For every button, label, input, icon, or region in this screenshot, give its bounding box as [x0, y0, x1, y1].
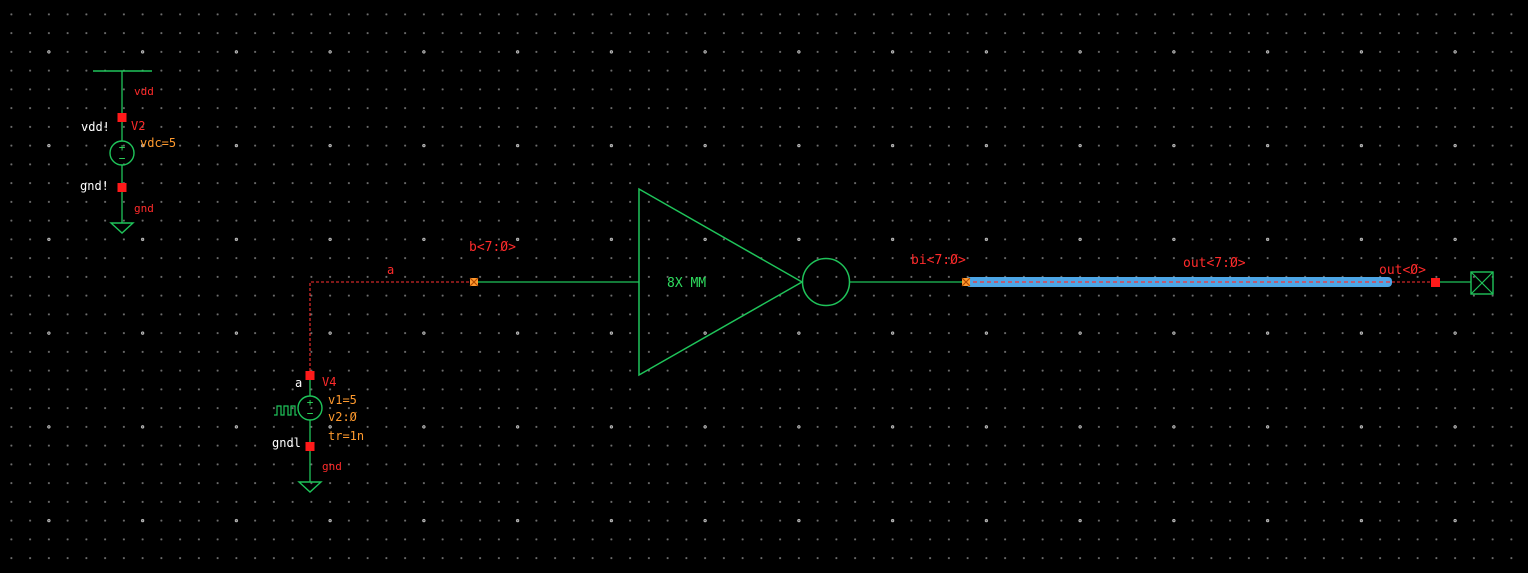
output-terminal-x2 [1470, 271, 1494, 295]
v2-instance-name: V2 [131, 119, 145, 133]
v2-top-terminal-label: vdd! [81, 120, 110, 134]
v2-dc-source[interactable]: + − vdd vdd! V2 vdc=5 gnd! gnd [80, 70, 176, 234]
inverter-symbol[interactable]: 8X MM [638, 187, 851, 377]
bus-bi-label: bi<7:Ø> [911, 253, 966, 268]
bus-ripper-bi-x2 [961, 277, 971, 287]
bus-b-label: b<7:Ø> [469, 240, 516, 255]
v4-ground-icon [297, 481, 323, 493]
v4-minus-sign: − [307, 407, 314, 420]
inverter-triangle[interactable] [638, 187, 804, 377]
v2-top-net-label: vdd [134, 85, 154, 98]
pulse-waveform-icon [274, 405, 297, 416]
bus-ripper-b[interactable] [469, 277, 479, 287]
v4-bottom-terminal-label: gndl [272, 436, 301, 450]
bus-ripper-b-x2 [469, 277, 479, 287]
v4-param-v1: v1=5 [328, 393, 357, 407]
output-terminal[interactable] [1470, 271, 1494, 295]
output-terminal-box[interactable] [1470, 271, 1494, 295]
v2-minus-sign: − [119, 152, 126, 165]
bus-out-selected[interactable] [966, 277, 1392, 287]
bus-ripper-bi[interactable] [961, 277, 971, 287]
v4-pulse-source[interactable]: + − a V4 v1=5 v2:Ø tr=1n gndl gnd [272, 371, 364, 493]
net-a-label: a [387, 263, 394, 277]
net-a-path[interactable] [309, 281, 474, 371]
v4-param-tr: tr=1n [328, 429, 364, 443]
bus-out-label: out<7:Ø> [1183, 256, 1246, 271]
v4-instance-name: V4 [322, 375, 336, 389]
v4-param-v2: v2:Ø [328, 410, 358, 424]
v4-bottom-pin[interactable] [305, 442, 315, 451]
v4-top-pin[interactable] [305, 371, 315, 380]
v2-ground-icon [109, 222, 135, 234]
v4-bottom-net-label: gnd [322, 460, 342, 473]
v4-plus-sign: + [307, 396, 314, 409]
inverter-bubble [801, 257, 851, 307]
v2-bottom-pin[interactable] [117, 183, 127, 192]
v2-plus-sign: + [119, 141, 126, 154]
v4-top-terminal-label: a [295, 376, 302, 390]
out-bit-label: out<Ø> [1379, 263, 1426, 278]
out-bit-pin[interactable] [1431, 278, 1440, 287]
v2-top-pin[interactable] [117, 113, 127, 122]
v2-bottom-net-label: gnd [134, 202, 154, 215]
net-a-wire[interactable]: a [309, 263, 474, 371]
v2-bottom-terminal-label: gnd! [80, 179, 109, 193]
inverter-size-label: 8X MM [667, 276, 706, 291]
v2-param-vdc: vdc=5 [140, 136, 176, 150]
